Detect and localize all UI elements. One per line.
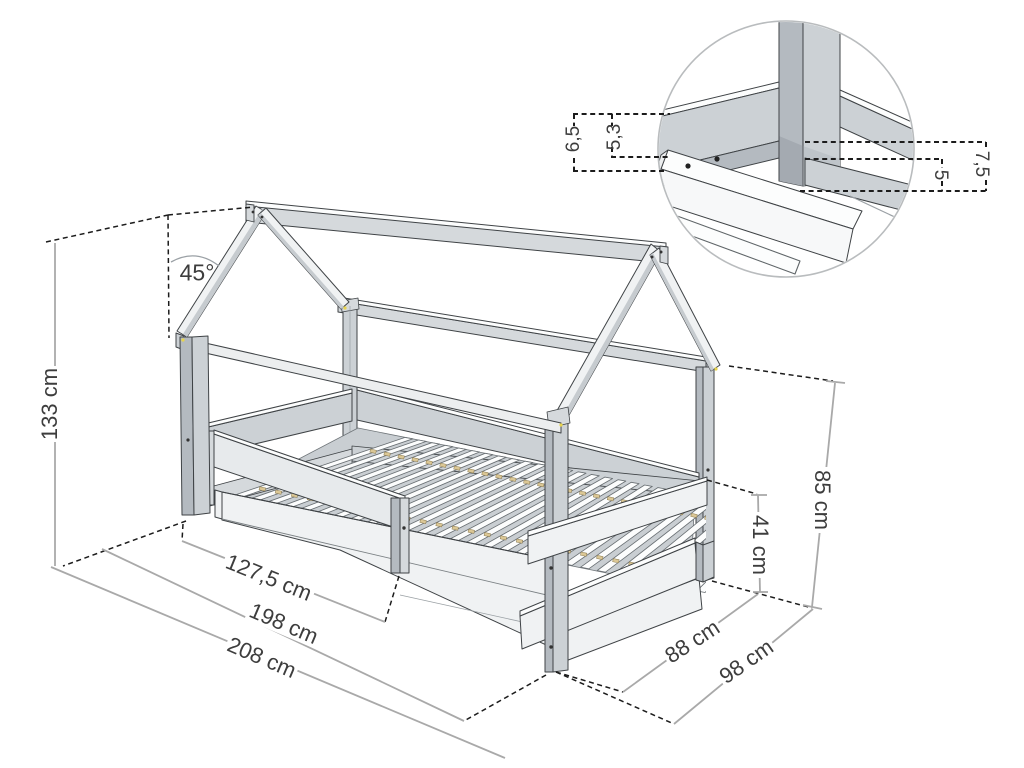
svg-text:6,5: 6,5: [563, 126, 584, 152]
svg-text:45°: 45°: [180, 259, 215, 285]
svg-text:5: 5: [930, 170, 951, 181]
svg-text:5,3: 5,3: [604, 124, 625, 150]
svg-text:85 cm: 85 cm: [810, 470, 835, 530]
svg-text:41 cm: 41 cm: [748, 515, 773, 575]
svg-text:7,5: 7,5: [971, 151, 992, 177]
svg-text:133 cm: 133 cm: [37, 368, 62, 440]
